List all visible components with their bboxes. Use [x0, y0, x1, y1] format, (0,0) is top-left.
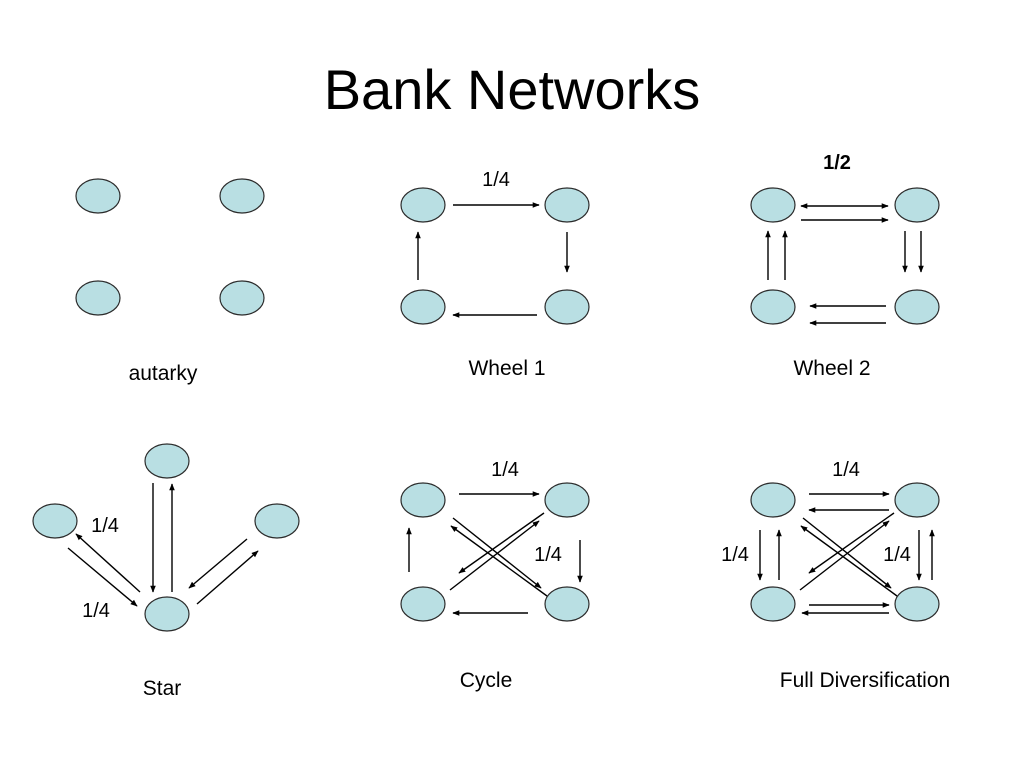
panel-star: 1/4 1/4 Star	[32, 443, 300, 700]
exposure-arrow	[196, 550, 259, 605]
panel-cycle: 1/4 1/4 Cycle	[400, 459, 590, 692]
exposure-arrow	[808, 512, 895, 574]
bank-node	[544, 482, 590, 518]
exposure-arrow	[67, 547, 138, 607]
bank-node	[750, 586, 796, 622]
bank-node	[75, 280, 121, 316]
edge-weight-label: 1/4	[832, 459, 860, 481]
bank-node	[219, 280, 265, 316]
bank-node	[144, 443, 190, 479]
bank-node	[750, 289, 796, 325]
edge-weight-label: 1/2	[823, 152, 851, 174]
exposure-arrow	[800, 525, 898, 597]
edge-weight-label: 1/4	[482, 169, 510, 191]
bank-node	[400, 289, 446, 325]
bank-node	[32, 503, 78, 539]
bank-node	[400, 187, 446, 223]
edge-weight-label: 1/4	[91, 515, 119, 537]
exposure-arrow	[450, 525, 548, 597]
edge-weight-label: 1/4	[534, 544, 562, 566]
slide-title: Bank Networks	[323, 58, 701, 121]
bank-node	[400, 482, 446, 518]
exposure-arrow	[449, 520, 540, 591]
panel-caption: Cycle	[460, 669, 513, 692]
panel-wheel-2: 1/2 Wheel 2	[750, 152, 940, 380]
panel-autarky: autarky	[75, 178, 265, 385]
edge-weight-label: 1/4	[721, 544, 749, 566]
panel-caption: Full Diversification	[780, 669, 950, 692]
bank-node	[144, 596, 190, 632]
bank-node	[894, 187, 940, 223]
bank-node	[544, 289, 590, 325]
bank-node	[894, 586, 940, 622]
panel-caption: Star	[143, 677, 182, 700]
panel-full-diversification: 1/4 1/4 1/4 Full Diversification	[721, 459, 950, 692]
exposure-arrow	[75, 533, 141, 593]
panel-caption: autarky	[129, 362, 198, 385]
exposure-arrow	[799, 520, 890, 591]
panel-caption: Wheel 2	[793, 357, 870, 380]
exposure-arrow	[188, 538, 248, 589]
panel-caption: Wheel 1	[468, 357, 545, 380]
panel-wheel-1: 1/4 Wheel 1	[400, 169, 590, 380]
bank-node	[254, 503, 300, 539]
edge-weight-label: 1/4	[491, 459, 519, 481]
bank-node	[75, 178, 121, 214]
bank-node	[544, 586, 590, 622]
bank-node	[750, 187, 796, 223]
bank-node	[400, 586, 446, 622]
bank-node	[544, 187, 590, 223]
exposure-arrow	[458, 512, 545, 574]
bank-node	[894, 289, 940, 325]
bank-node	[750, 482, 796, 518]
bank-node	[219, 178, 265, 214]
bank-node	[894, 482, 940, 518]
edge-weight-label: 1/4	[82, 600, 110, 622]
edge-weight-label: 1/4	[883, 544, 911, 566]
